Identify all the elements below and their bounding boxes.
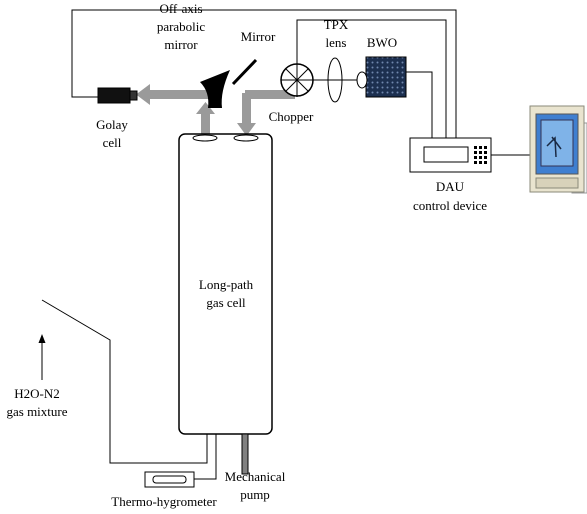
golay-label-1: Golay (96, 117, 128, 132)
gas-cell-label-2: gas cell (206, 295, 246, 310)
tpx-label-1: TPX (324, 17, 349, 32)
plane-mirror (231, 58, 258, 86)
golay-cell (97, 87, 138, 104)
chopper-to-dau-wire (296, 19, 447, 138)
off-axis-label-2: parabolic (157, 19, 206, 34)
dau-label-1: DAU (436, 179, 465, 194)
tpx-label-2: lens (326, 35, 347, 50)
pump-pipe (241, 433, 249, 475)
golay-label-2: cell (103, 135, 122, 150)
gas-mixture-arrow-head (38, 334, 46, 343)
chopper-label: Chopper (269, 109, 314, 124)
bwo-source (356, 56, 407, 98)
thermo-hygrometer-label: Thermo-hygrometer (111, 494, 217, 509)
tpx-lens (313, 57, 360, 103)
golay-to-dau-wire (71, 9, 457, 138)
off-axis-parabolic-mirror (200, 70, 230, 108)
pump-label-1: Mechanical (225, 469, 286, 484)
gas-mixture-label: gas mixture (6, 404, 67, 419)
off-axis-label-1: Off-axis (159, 1, 202, 16)
bwo-to-dau-wire (406, 71, 433, 138)
off-axis-label-3: mirror (164, 37, 198, 52)
dau-label-2: control device (413, 198, 487, 213)
pump-label-2: pump (240, 487, 270, 502)
gas-inlet-line (41, 299, 208, 464)
optical-beam (136, 84, 295, 136)
dau-control-device (409, 137, 492, 173)
gas-mixture-formula: H2O-N2 (14, 386, 60, 401)
computer-icon (529, 105, 587, 194)
bwo-label: BWO (367, 35, 397, 50)
mirror-label: Mirror (241, 29, 276, 44)
gas-cell-label-1: Long-path (199, 277, 254, 292)
chopper-wheel (280, 63, 314, 97)
long-path-gas-cell (178, 133, 273, 435)
thermo-hygrometer (144, 434, 217, 488)
